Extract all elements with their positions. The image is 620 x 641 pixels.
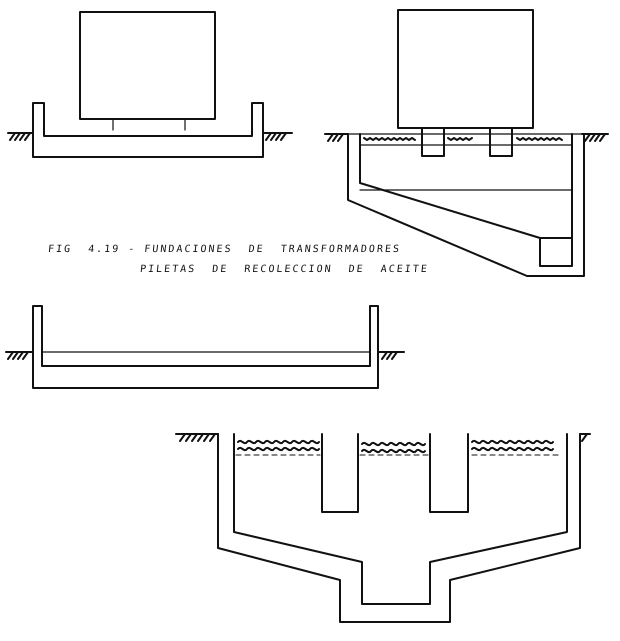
pit-outline-left bbox=[32, 102, 264, 158]
view-top-right bbox=[324, 9, 609, 277]
transformer-body-right bbox=[397, 9, 534, 129]
ground-hatch bbox=[7, 351, 398, 360]
support-column bbox=[429, 433, 469, 513]
support-column bbox=[321, 433, 359, 513]
figure-caption-line-1: FIG 4.19 - FUNDACIONES DE TRANSFORMADORE… bbox=[47, 244, 402, 255]
pit-outline-middle bbox=[32, 305, 379, 389]
gravel-fill bbox=[363, 137, 563, 141]
support-pedestal bbox=[421, 127, 445, 157]
view-middle bbox=[5, 305, 405, 389]
gravel-fill-bottom bbox=[237, 439, 554, 454]
figure-caption-line-2: PILETAS DE RECOLECCION DE ACEITE bbox=[139, 264, 430, 275]
ground-hatch bbox=[9, 132, 287, 141]
ground-hatch bbox=[327, 133, 606, 142]
pit-inner-wall bbox=[359, 133, 573, 267]
ground-hatch bbox=[179, 433, 588, 442]
view-top-left bbox=[7, 11, 293, 158]
pit-outer-wall bbox=[347, 133, 585, 277]
support-pedestal bbox=[489, 127, 513, 157]
pit-outer-wall-bottom bbox=[217, 433, 581, 623]
pit-inner-wall-bottom bbox=[233, 433, 568, 605]
view-bottom bbox=[175, 433, 591, 623]
transformer-body-left bbox=[79, 11, 216, 120]
